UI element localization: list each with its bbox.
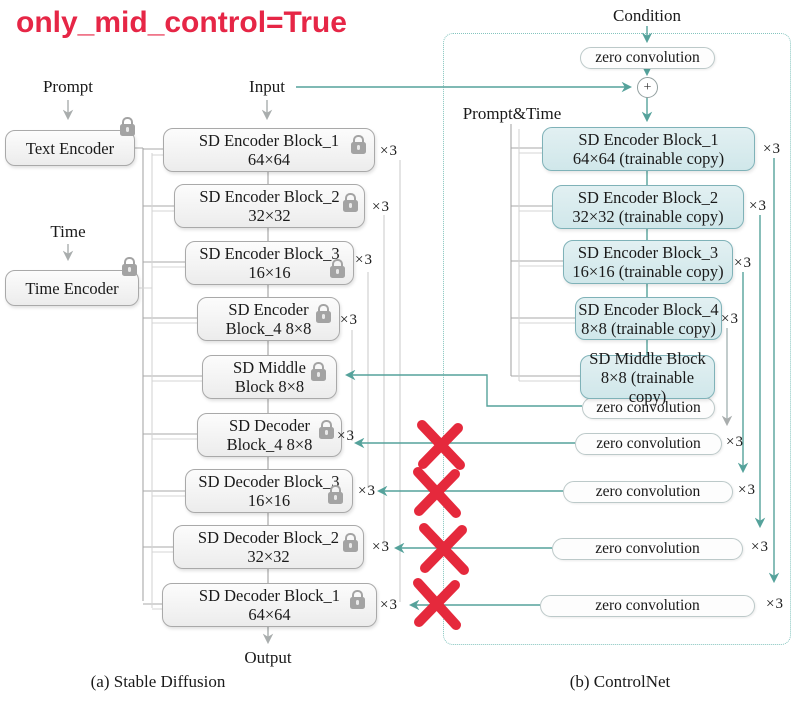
- x3-label: ×3: [372, 199, 390, 215]
- x3-label: ×3: [726, 434, 744, 450]
- x3-label: ×3: [749, 198, 767, 214]
- text-encoder-rail: [133, 147, 202, 605]
- x3-label: ×3: [337, 428, 355, 444]
- x3-label: ×3: [380, 597, 398, 613]
- x3-label: ×3: [355, 252, 373, 268]
- lock-icon: [122, 257, 137, 276]
- zero-convolution-dec3: zero convolution: [563, 481, 733, 503]
- zero-convolution-top: zero convolution: [580, 47, 715, 69]
- prompt-label: Prompt: [42, 77, 94, 96]
- zero-convolution-mid: zero convolution: [582, 397, 715, 419]
- condition-label: Condition: [612, 6, 681, 25]
- x3-label: ×3: [358, 483, 376, 499]
- lock-icon: [328, 485, 343, 504]
- input-label: Input: [249, 77, 285, 96]
- text-encoder-block: Text Encoder: [5, 130, 135, 166]
- x3-label: ×3: [340, 312, 358, 328]
- x3-label: ×3: [763, 141, 781, 157]
- red-x-mark: [417, 420, 465, 470]
- lock-icon: [350, 590, 365, 609]
- lock-icon: [343, 533, 358, 552]
- lock-icon: [311, 362, 326, 381]
- zero-convolution-dec2: zero convolution: [552, 538, 743, 560]
- prompt-time-rail-light: [518, 129, 580, 382]
- caption-stable-diffusion: (a) Stable Diffusion: [90, 672, 226, 691]
- lock-icon: [343, 193, 358, 212]
- red-x-mark: [419, 523, 469, 575]
- red-x-mark: [413, 578, 461, 630]
- prompt-time-label: Prompt&Time: [462, 104, 562, 123]
- lock-icon: [316, 304, 331, 323]
- time-encoder-rail: [137, 153, 202, 610]
- x3-label: ×3: [734, 255, 752, 271]
- x3-label: ×3: [766, 596, 784, 612]
- lock-icon: [319, 420, 334, 439]
- page-title: only_mid_control=True: [16, 6, 347, 39]
- x3-label: ×3: [751, 539, 769, 555]
- x3-label: ×3: [380, 143, 398, 159]
- output-label: Output: [244, 648, 292, 667]
- x3-label: ×3: [721, 311, 739, 327]
- skip-rails: [351, 160, 401, 602]
- x3-label: ×3: [738, 482, 756, 498]
- lock-icon: [330, 259, 345, 278]
- lock-icon: [351, 135, 366, 154]
- midblock-control-line: [344, 369, 582, 407]
- lock-icon: [120, 117, 135, 136]
- zero-convolution-dec4: zero convolution: [575, 433, 722, 455]
- time-encoder-block: Time Encoder: [5, 270, 139, 306]
- controlnet-boundary: [443, 33, 791, 645]
- x3-label: ×3: [372, 539, 390, 555]
- zero-convolution-dec1: zero convolution: [540, 595, 755, 617]
- prompt-time-rail-dark: [510, 124, 580, 377]
- add-node: +: [637, 77, 658, 98]
- time-label: Time: [50, 222, 86, 241]
- red-x-mark: [413, 467, 461, 518]
- caption-controlnet: (b) ControlNet: [569, 672, 671, 691]
